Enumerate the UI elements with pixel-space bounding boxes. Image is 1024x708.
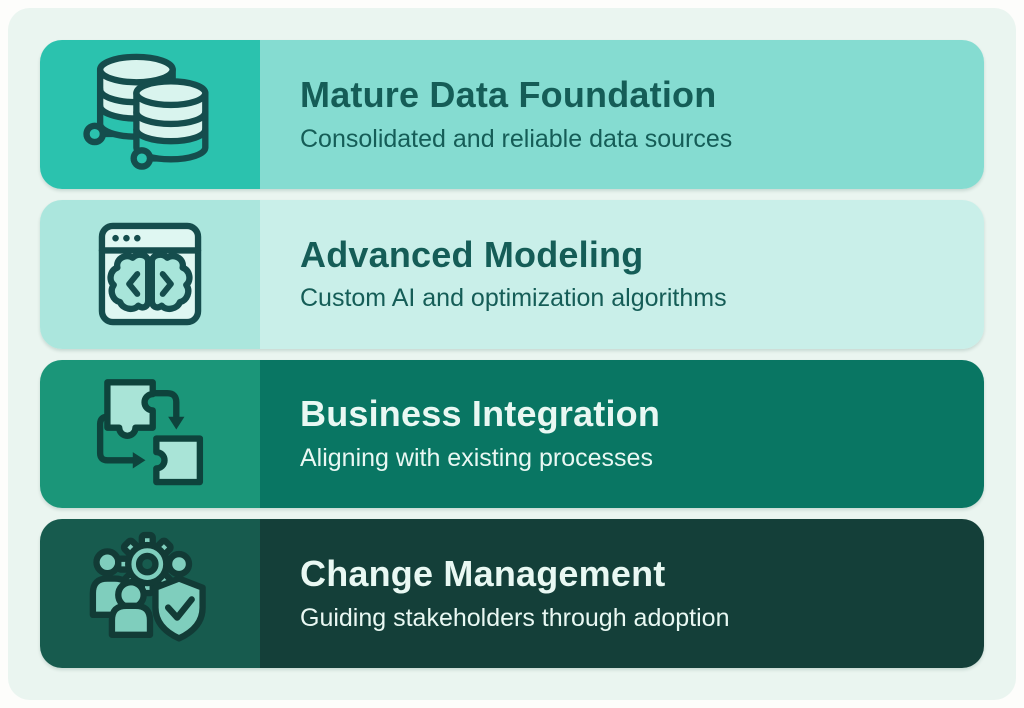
row-change-management: Change Management Guiding stakeholders t… bbox=[40, 519, 984, 668]
row-title: Mature Data Foundation bbox=[300, 73, 717, 115]
row-subtitle: Consolidated and reliable data sources bbox=[300, 124, 733, 153]
row-subtitle: Custom AI and optimization algorithms bbox=[300, 284, 727, 313]
icon-panel bbox=[40, 40, 260, 189]
row-title: Business Integration bbox=[300, 393, 661, 435]
icon-panel bbox=[40, 199, 260, 349]
row-advanced-modeling: Advanced Modeling Custom AI and optimiza… bbox=[40, 199, 984, 349]
icon-panel bbox=[40, 359, 260, 509]
database-network-icon bbox=[83, 54, 209, 171]
row-title: Advanced Modeling bbox=[300, 233, 644, 275]
infographic-card: Mature Data Foundation Consolidated and … bbox=[8, 8, 1016, 700]
puzzle-workflow-icon bbox=[96, 379, 204, 486]
row-business-integration: Business Integration Aligning with exist… bbox=[40, 359, 984, 509]
row-subtitle: Guiding stakeholders through adoption bbox=[300, 603, 730, 632]
people-gear-shield-icon bbox=[89, 531, 206, 642]
text-panel: Business Integration Aligning with exist… bbox=[260, 359, 984, 509]
row-subtitle: Aligning with existing processes bbox=[300, 444, 653, 473]
icon-panel bbox=[40, 519, 260, 668]
row-mature-data-foundation: Mature Data Foundation Consolidated and … bbox=[40, 40, 984, 189]
text-panel: Advanced Modeling Custom AI and optimiza… bbox=[260, 199, 984, 349]
text-panel: Mature Data Foundation Consolidated and … bbox=[260, 40, 984, 189]
row-title: Change Management bbox=[300, 553, 666, 595]
browser-brain-icon bbox=[98, 222, 202, 326]
text-panel: Change Management Guiding stakeholders t… bbox=[260, 519, 984, 668]
